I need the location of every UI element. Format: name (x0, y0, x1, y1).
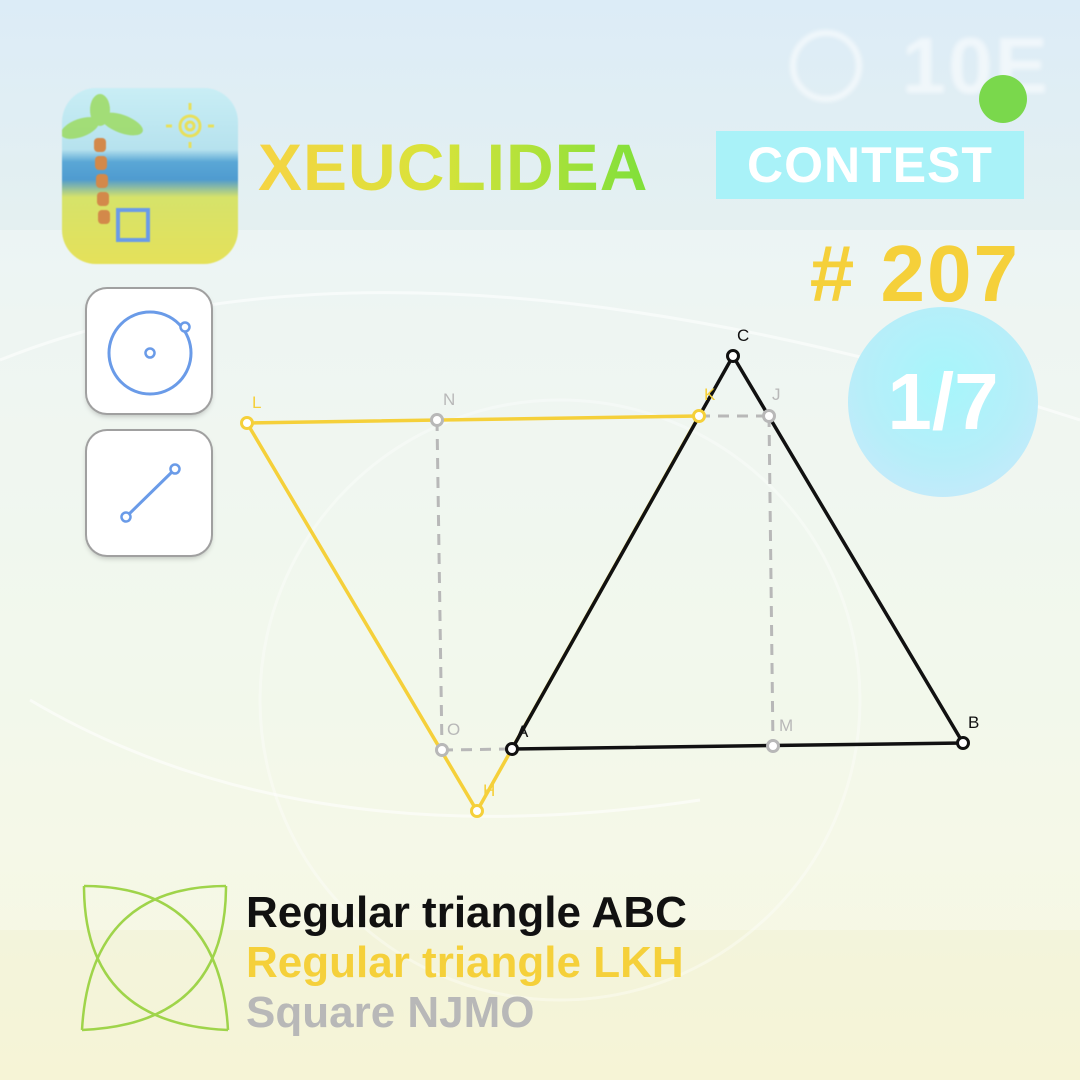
triangle-abc (510, 354, 965, 751)
label-j: J (772, 385, 781, 404)
legend-item-abc: Regular triangle ABC (246, 888, 687, 937)
level-label: 1/7 (887, 357, 999, 446)
label-l: L (252, 393, 261, 412)
label-n: N (443, 390, 455, 409)
triangle-lkh (245, 414, 701, 813)
circle-icon (107, 310, 193, 396)
point-b[interactable] (956, 736, 970, 750)
line-tool-button[interactable] (87, 431, 211, 555)
circle-tool-button[interactable] (87, 289, 211, 413)
label-c: C (737, 326, 749, 345)
euclidea-logo-icon (80, 884, 230, 1032)
point-a[interactable] (505, 742, 519, 756)
label-o: O (447, 720, 460, 739)
point-l[interactable] (240, 416, 254, 430)
label-m: M (779, 716, 793, 735)
point-n[interactable] (430, 413, 444, 427)
square-njmo (435, 414, 775, 752)
point-k[interactable] (692, 409, 706, 423)
app-title: XEUCLIDEA (258, 130, 649, 204)
point-m[interactable] (766, 739, 780, 753)
segment-icon (120, 463, 181, 523)
legend: Regular triangle ABC Regular triangle LK… (246, 888, 687, 1038)
contest-number: # 207 (809, 229, 1020, 318)
contest-label: CONTEST (747, 137, 993, 193)
point-c[interactable] (726, 349, 740, 363)
label-a: A (517, 722, 529, 741)
legend-item-lkh: Regular triangle LKH (246, 938, 684, 987)
label-k: K (704, 385, 716, 404)
status-dot (979, 75, 1027, 123)
level-badge: 1/7 (848, 307, 1038, 497)
contest-badge: CONTEST (716, 131, 1024, 199)
label-h: H (483, 781, 495, 800)
point-h[interactable] (470, 804, 484, 818)
app-icon (62, 88, 238, 264)
point-j[interactable] (762, 409, 776, 423)
point-o[interactable] (435, 743, 449, 757)
legend-item-njmo: Square NJMO (246, 988, 535, 1037)
label-b: B (968, 713, 979, 732)
